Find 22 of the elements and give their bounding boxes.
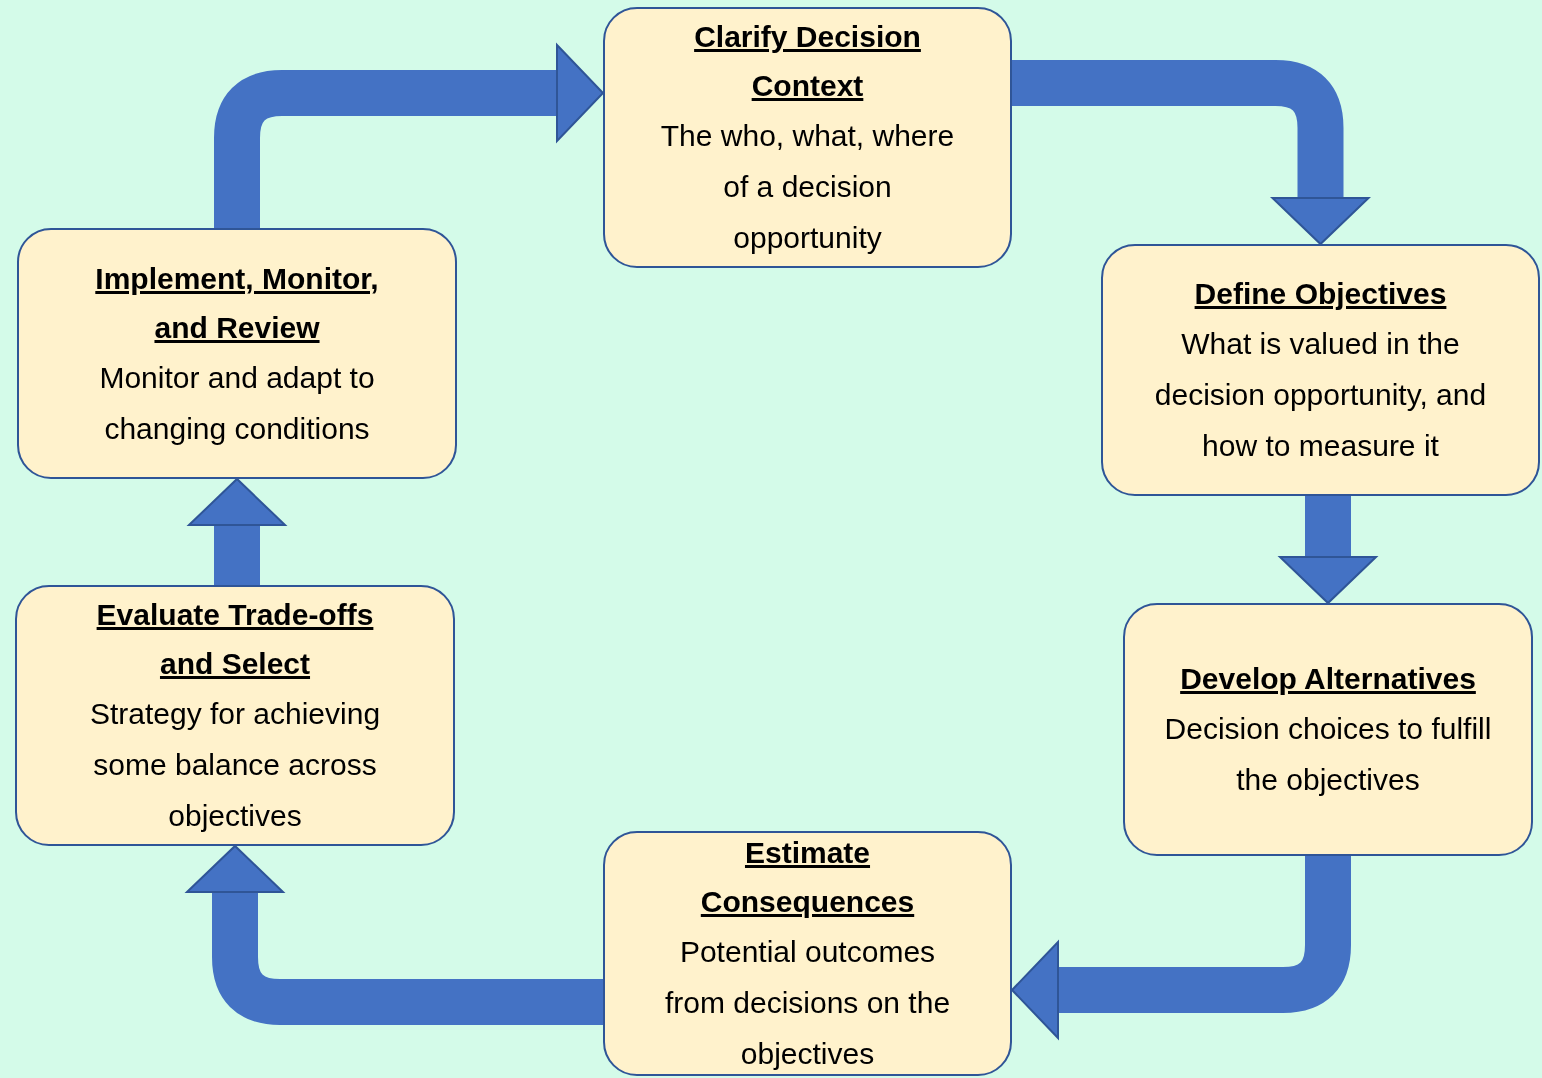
process-box bbox=[1123, 603, 1533, 856]
step-title: Estimate Consequences bbox=[699, 835, 916, 920]
step-description: What is valued in the decision opportunity, and how to measure it bbox=[1153, 326, 1488, 464]
step-title: Define Objectives bbox=[1194, 276, 1447, 312]
process-box bbox=[17, 228, 457, 479]
step-description: The who, what, where of a decision opportunity bbox=[659, 118, 956, 256]
process-box bbox=[1101, 244, 1540, 496]
step-description: Potential outcomes from decisions on the objectives bbox=[663, 934, 952, 1072]
step-title: Clarify Decision Context bbox=[693, 19, 922, 104]
block-arrow bbox=[1012, 60, 1370, 245]
block-arrow bbox=[1279, 496, 1377, 604]
step-description: Monitor and adapt to changing conditions bbox=[98, 359, 376, 447]
step-title: Implement, Monitor, and Review bbox=[94, 260, 380, 346]
block-arrow bbox=[188, 478, 286, 585]
step-title: Develop Alternatives bbox=[1180, 661, 1476, 697]
step-description: Decision choices to fulfill the objectives bbox=[1163, 711, 1493, 798]
process-box bbox=[603, 7, 1012, 268]
process-box bbox=[15, 585, 455, 846]
process-box bbox=[603, 831, 1012, 1076]
block-arrow bbox=[186, 845, 603, 1025]
step-description: Strategy for achieving some balance across objectives bbox=[88, 696, 382, 834]
step-title: Evaluate Trade-offs and Select bbox=[95, 597, 375, 682]
